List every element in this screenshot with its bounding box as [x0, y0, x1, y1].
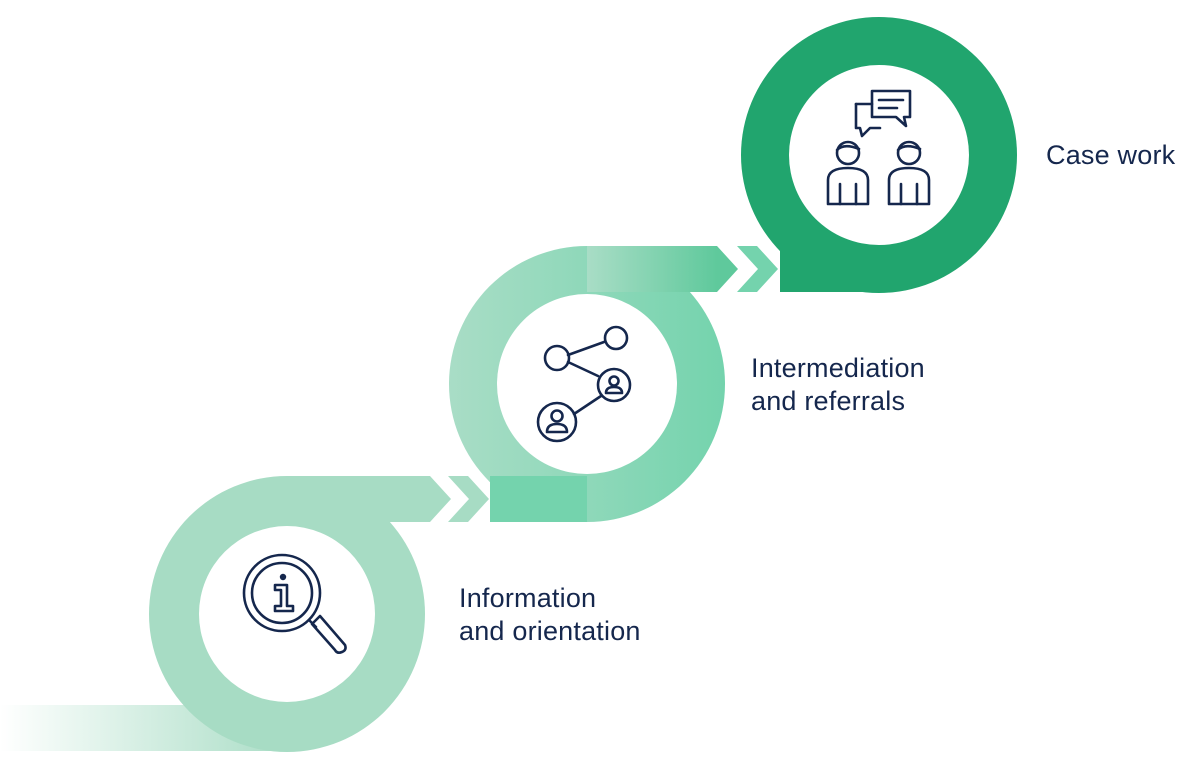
step-3-inner-circle — [789, 65, 969, 245]
conversation-people-icon — [826, 89, 931, 206]
step-1-label: Information and orientation — [459, 582, 641, 648]
step-1-chevrons — [448, 476, 489, 522]
info-magnifier-icon — [242, 553, 347, 654]
step-2-band-point — [717, 246, 738, 292]
step-1-band-point — [430, 476, 451, 522]
step-3-label: Case work — [1046, 139, 1175, 172]
step-2-label: Intermediation and referrals — [751, 352, 925, 418]
step-2-chevrons — [737, 246, 778, 292]
network-people-icon — [536, 325, 632, 443]
step-2-label-line-2: and referrals — [751, 386, 906, 416]
step-2-label-line-1: Intermediation — [751, 353, 925, 383]
step-1-label-line-1: Information — [459, 583, 597, 613]
step-3-label-line-1: Case work — [1046, 140, 1176, 170]
step-1-inner-circle — [199, 526, 375, 702]
step-1-label-line-2: and orientation — [459, 616, 641, 646]
step-2-inner-circle — [497, 294, 677, 474]
